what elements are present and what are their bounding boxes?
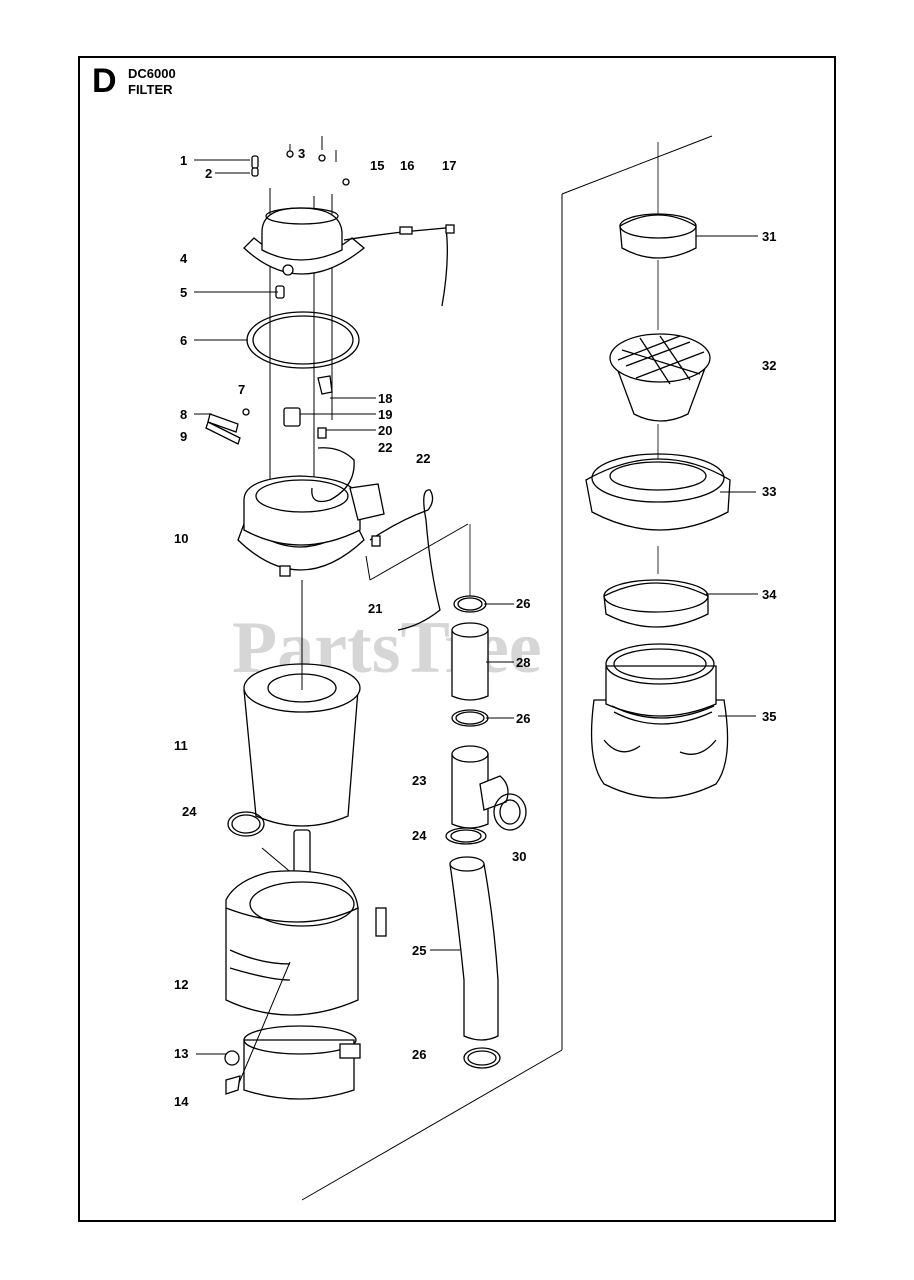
callout-9: 9 xyxy=(180,429,187,444)
part-ring-34 xyxy=(603,579,709,628)
part-wire-15-17 xyxy=(343,224,455,307)
callout-11: 11 xyxy=(174,738,188,753)
part-tank-12 xyxy=(225,870,387,1016)
diagram-frame xyxy=(78,56,836,1222)
part-tube-28 xyxy=(451,622,489,701)
callout-30: 30 xyxy=(512,849,526,864)
part-post xyxy=(261,829,311,881)
callout-26b: 26 xyxy=(516,711,530,726)
callout-6: 6 xyxy=(180,333,187,348)
part-clamp-26-mid xyxy=(451,709,489,727)
part-bolt-8-9 xyxy=(205,408,250,445)
leader-lines xyxy=(194,235,758,1055)
part-cover-4 xyxy=(243,207,366,276)
part-ring-31 xyxy=(619,213,697,259)
section-title: FILTER xyxy=(128,82,173,97)
callout-14: 14 xyxy=(174,1094,189,1109)
callout-24a: 24 xyxy=(182,804,197,819)
callout-2: 2 xyxy=(205,166,212,181)
part-clamp-24-left xyxy=(227,811,265,837)
callout-18: 18 xyxy=(378,391,392,406)
part-tee-23 xyxy=(451,745,509,829)
part-clamp-24-mid xyxy=(445,827,487,845)
part-clamp-26-bottom xyxy=(463,1047,501,1069)
callout-20: 20 xyxy=(378,423,392,438)
part-bowl-35 xyxy=(590,643,729,799)
callout-33: 33 xyxy=(762,484,776,499)
part-switch-18-20 xyxy=(283,375,333,439)
group-divider xyxy=(301,135,713,1201)
part-hose-25 xyxy=(449,856,499,1041)
callout-5: 5 xyxy=(180,285,187,300)
part-lower-bucket xyxy=(243,1025,361,1100)
callout-16: 16 xyxy=(400,158,414,173)
callout-15: 15 xyxy=(370,158,384,173)
callout-17: 17 xyxy=(442,158,456,173)
callout-25: 25 xyxy=(412,943,426,958)
model-code: DC6000 xyxy=(128,66,176,81)
callout-23: 23 xyxy=(412,773,426,788)
part-housing-33 xyxy=(585,453,731,531)
callout-7: 7 xyxy=(238,382,245,397)
part-clamp-26-top xyxy=(453,595,487,613)
part-wire-21-22 xyxy=(365,489,469,631)
callout-labels: 1 2 3 4 5 6 7 8 9 10 11 12 13 14 15 16 1… xyxy=(174,146,777,1109)
callout-12: 12 xyxy=(174,977,188,992)
callout-10: 10 xyxy=(174,531,188,546)
callout-32: 32 xyxy=(762,358,776,373)
part-gasket-6 xyxy=(246,311,360,369)
callout-19: 19 xyxy=(378,407,392,422)
callout-22b: 22 xyxy=(416,451,430,466)
callout-26c: 26 xyxy=(412,1047,426,1062)
callout-24b: 24 xyxy=(412,828,427,843)
callout-28: 28 xyxy=(516,655,530,670)
callout-3: 3 xyxy=(298,146,305,161)
part-cage-32 xyxy=(609,333,711,422)
part-pin-1 xyxy=(194,155,259,177)
callout-26a: 26 xyxy=(516,596,530,611)
callout-35: 35 xyxy=(762,709,776,724)
callout-1: 1 xyxy=(180,153,187,168)
callout-34: 34 xyxy=(762,587,777,602)
callout-4: 4 xyxy=(180,251,188,266)
callout-21: 21 xyxy=(368,601,382,616)
part-latch-13-14 xyxy=(224,961,291,1095)
callout-8: 8 xyxy=(180,407,187,422)
part-filter-11 xyxy=(243,580,361,827)
section-letter: D xyxy=(92,62,117,100)
callout-22a: 22 xyxy=(378,440,392,455)
callout-13: 13 xyxy=(174,1046,188,1061)
callout-31: 31 xyxy=(762,229,776,244)
part-clamp-30 xyxy=(493,793,527,831)
part-base-10 xyxy=(237,447,385,577)
